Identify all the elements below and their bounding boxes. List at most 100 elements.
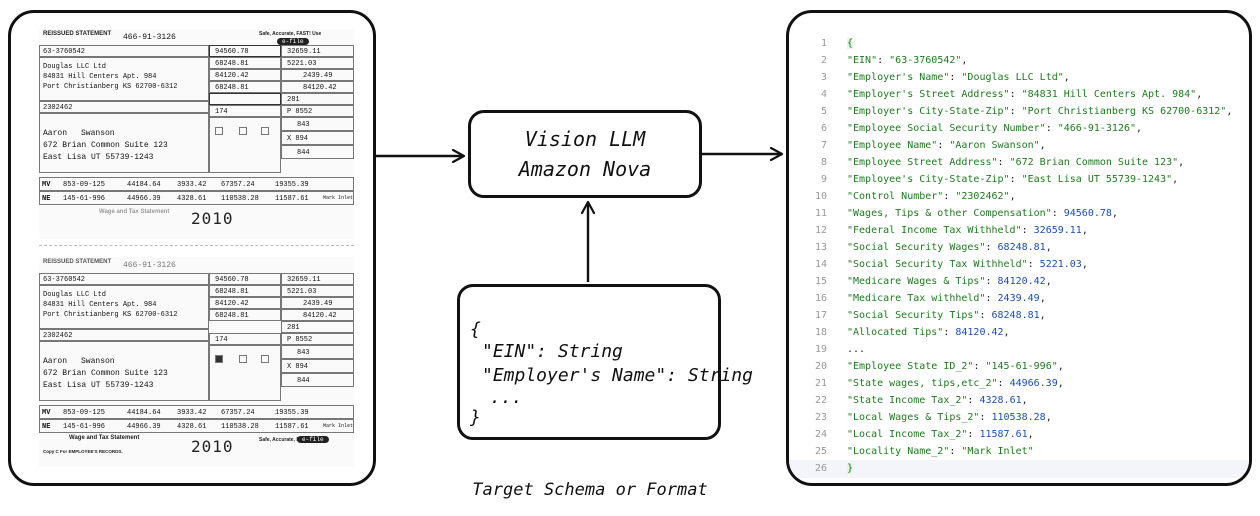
form-local2-tax: 11587.61: [275, 195, 309, 203]
form-state1-tax: 3933.42: [177, 181, 207, 189]
form-state1-wages-2: 44184.64: [127, 409, 161, 417]
form-state2-id-2: 145-61-996: [63, 423, 106, 431]
line-number: 15: [814, 276, 827, 287]
code-line: 12 "Federal Income Tax Withheld": 32659.…: [789, 222, 1249, 240]
code-token: :: [949, 72, 962, 83]
code-token: 4328.61: [979, 395, 1022, 406]
form-header-title: REISSUED STATEMENT: [43, 31, 112, 37]
code-token: ,: [1111, 208, 1118, 219]
code-line: 20 "Employee State ID_2": "145-61-996",: [789, 358, 1249, 376]
code-line: 17 "Social Security Tips": 68248.81,: [789, 307, 1249, 325]
schema-open-brace: {: [470, 319, 481, 340]
checkbox-retirement-2: [239, 355, 247, 363]
code-token: "Control Number": [847, 191, 944, 202]
code-line: 23 "Local Wages & Tips_2": 110538.28,: [789, 409, 1249, 427]
code-line: 22 "State Income Tax_2": 4328.61,: [789, 392, 1249, 410]
form-copy-note: Copy C For EMPLOYEE'S RECORDS.: [43, 449, 123, 454]
code-token: ,: [961, 55, 968, 66]
code-token: :: [973, 361, 986, 372]
code-editor[interactable]: 1{2 "EIN": "63-3760542",3 "Employer's Na…: [789, 35, 1249, 483]
code-token: "2302462": [955, 191, 1010, 202]
code-token: 68248.81: [991, 310, 1040, 321]
code-line: 4 "Employer's Street Address": "84831 Hi…: [789, 86, 1249, 104]
form-name-faded: Wage and Tax Statement: [99, 209, 170, 215]
form-ein: 63-3760542: [43, 48, 86, 56]
w2-form-copy-bottom: REISSUED STATEMENT 466-91-3126 63-376054…: [39, 257, 354, 467]
form-employer-city: Port Christianberg KS 62700-6312: [43, 83, 178, 91]
code-token: ,: [1039, 140, 1046, 151]
code-text: "Locality Name_2": "Mark Inlet": [847, 443, 1034, 461]
box10-cell-2: [209, 333, 281, 345]
code-token: :: [985, 242, 998, 253]
schema-caption: Target Schema or Format: [472, 480, 708, 500]
code-line: 3 "Employer's Name": "Douglas LLC Ltd",: [789, 69, 1249, 87]
code-text: "Employee State ID_2": "145-61-996",: [847, 358, 1064, 376]
code-line: 19 ...: [789, 341, 1249, 359]
code-token: "Aaron Swanson": [949, 140, 1040, 151]
line-number: 11: [814, 208, 827, 219]
code-token: :: [997, 378, 1010, 389]
code-token: ,: [1178, 157, 1185, 168]
code-token: "Social Security Wages": [847, 242, 986, 253]
code-text: "State Income Tax_2": 4328.61,: [847, 392, 1028, 410]
code-token: ,: [1172, 174, 1179, 185]
box2-cell-2: [281, 273, 354, 285]
form-box12d: 844: [297, 149, 310, 157]
code-line: 26}: [789, 460, 1249, 478]
box2-cell: [281, 45, 354, 57]
code-text: "EIN": "63-3760542",: [847, 52, 967, 70]
form-state1-id-2: 853-09-125: [63, 409, 106, 417]
code-token: ...: [847, 344, 866, 355]
box12b-cell: [281, 117, 354, 131]
code-text: ...: [847, 341, 865, 359]
code-line: 18 "Allocated Tips": 84120.42,: [789, 324, 1249, 342]
form-employer-name-2: Douglas LLC Ltd: [43, 291, 107, 299]
code-text: "Employer's Street Address": "84831 Hill…: [847, 86, 1202, 104]
code-token: :: [985, 293, 998, 304]
code-line: 9 "Employee's City-State-Zip": "East Lis…: [789, 171, 1249, 189]
code-text: "Employer's Name": "Douglas LLC Ltd",: [847, 69, 1070, 87]
code-token: "Employee Social Security Number": [847, 123, 1046, 134]
form-box12b: 843: [297, 121, 310, 129]
code-token: ,: [1021, 395, 1028, 406]
box1-cell: [209, 45, 281, 57]
checkbox-statutory-2: [215, 355, 223, 363]
code-token: "Local Income Tax_2": [847, 429, 968, 440]
employee-cell: [39, 113, 209, 173]
line-number: 14: [814, 259, 827, 270]
form-fed-tax-2: 32659.11: [287, 276, 321, 284]
code-token: :: [1051, 208, 1064, 219]
code-token: ,: [1045, 412, 1052, 423]
code-token: ,: [1081, 225, 1088, 236]
form-employer-city-2: Port Christianberg KS 62700-6312: [43, 311, 178, 319]
code-token: }: [847, 463, 854, 474]
code-token: "Employer's Street Address": [847, 89, 1010, 100]
code-token: :: [967, 395, 980, 406]
box4-cell: [281, 57, 354, 69]
form-local1-wages-2: 67357.24: [221, 409, 255, 417]
form-medicare-tax: 2439.49: [303, 72, 333, 80]
code-text: "State wages, tips,etc_2": 44966.39,: [847, 375, 1064, 393]
schema-line-ein: "EIN": String: [482, 341, 623, 362]
code-token: ,: [1045, 276, 1052, 287]
code-token: :: [877, 55, 890, 66]
box11-cell: [281, 93, 354, 105]
code-token: "Employer's City-State-Zip": [847, 106, 1010, 117]
code-line: 7 "Employee Name": "Aaron Swanson",: [789, 137, 1249, 155]
code-token: "Employee State ID_2": [847, 361, 974, 372]
form-medicare-wages-2: 84120.42: [215, 300, 249, 308]
form-employee-last-2: Swanson: [81, 357, 115, 366]
box12b-cell-2: [281, 345, 354, 359]
box12c-cell: [281, 131, 354, 145]
code-text: "Local Income Tax_2": 11587.61,: [847, 426, 1034, 444]
form-state2-wages-2: 44966.39: [127, 423, 161, 431]
code-token: 11587.61: [979, 429, 1028, 440]
code-line: 1{: [789, 35, 1249, 53]
line-number: 3: [820, 72, 827, 83]
code-token: ,: [1039, 310, 1046, 321]
efile-logo: e-file: [277, 38, 309, 45]
form-ss-tips-2: 68248.81: [215, 312, 249, 320]
form-local2-wages: 110538.28: [221, 195, 259, 203]
form-header-title-2: REISSUED STATEMENT: [43, 259, 112, 265]
